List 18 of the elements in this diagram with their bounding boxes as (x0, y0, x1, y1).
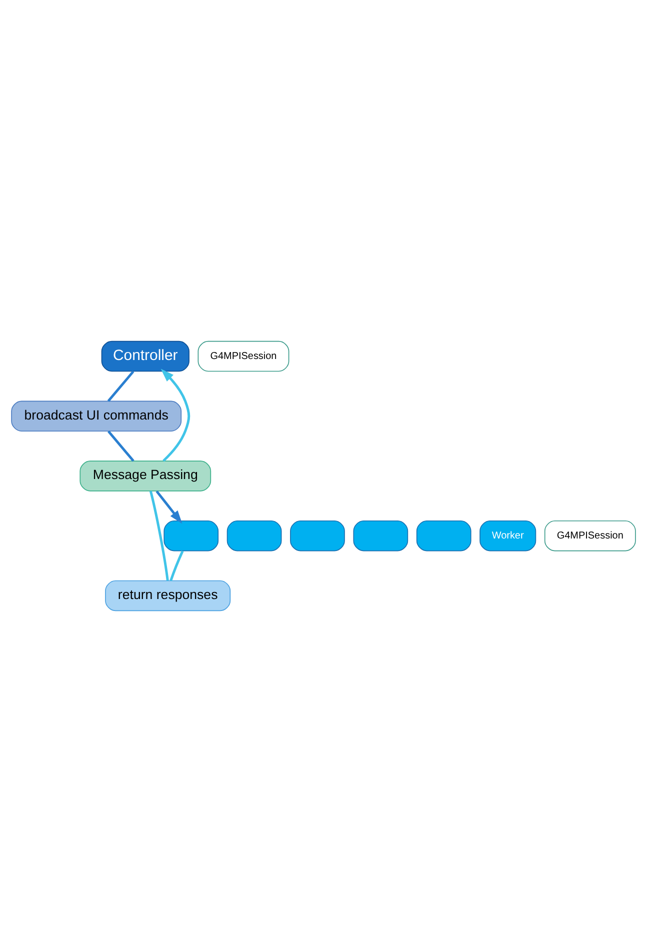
node-box: Message Passing (80, 460, 212, 491)
node-box: G4MPISession (198, 340, 290, 372)
connector (107, 370, 134, 402)
node-box (353, 520, 408, 551)
connector (149, 490, 169, 580)
arrow (156, 490, 182, 524)
node-box (290, 520, 345, 551)
node-box: broadcast UI commands (11, 400, 182, 432)
node-box: G4MPISession (544, 520, 636, 551)
connector (170, 550, 184, 581)
connector (108, 430, 134, 462)
node-box (416, 520, 472, 551)
node-box (226, 520, 282, 551)
node-box: Controller (101, 340, 190, 372)
node-box (164, 520, 219, 551)
node-box: Worker (480, 520, 536, 551)
node-box: return responses (105, 580, 231, 611)
arrow (160, 368, 190, 462)
